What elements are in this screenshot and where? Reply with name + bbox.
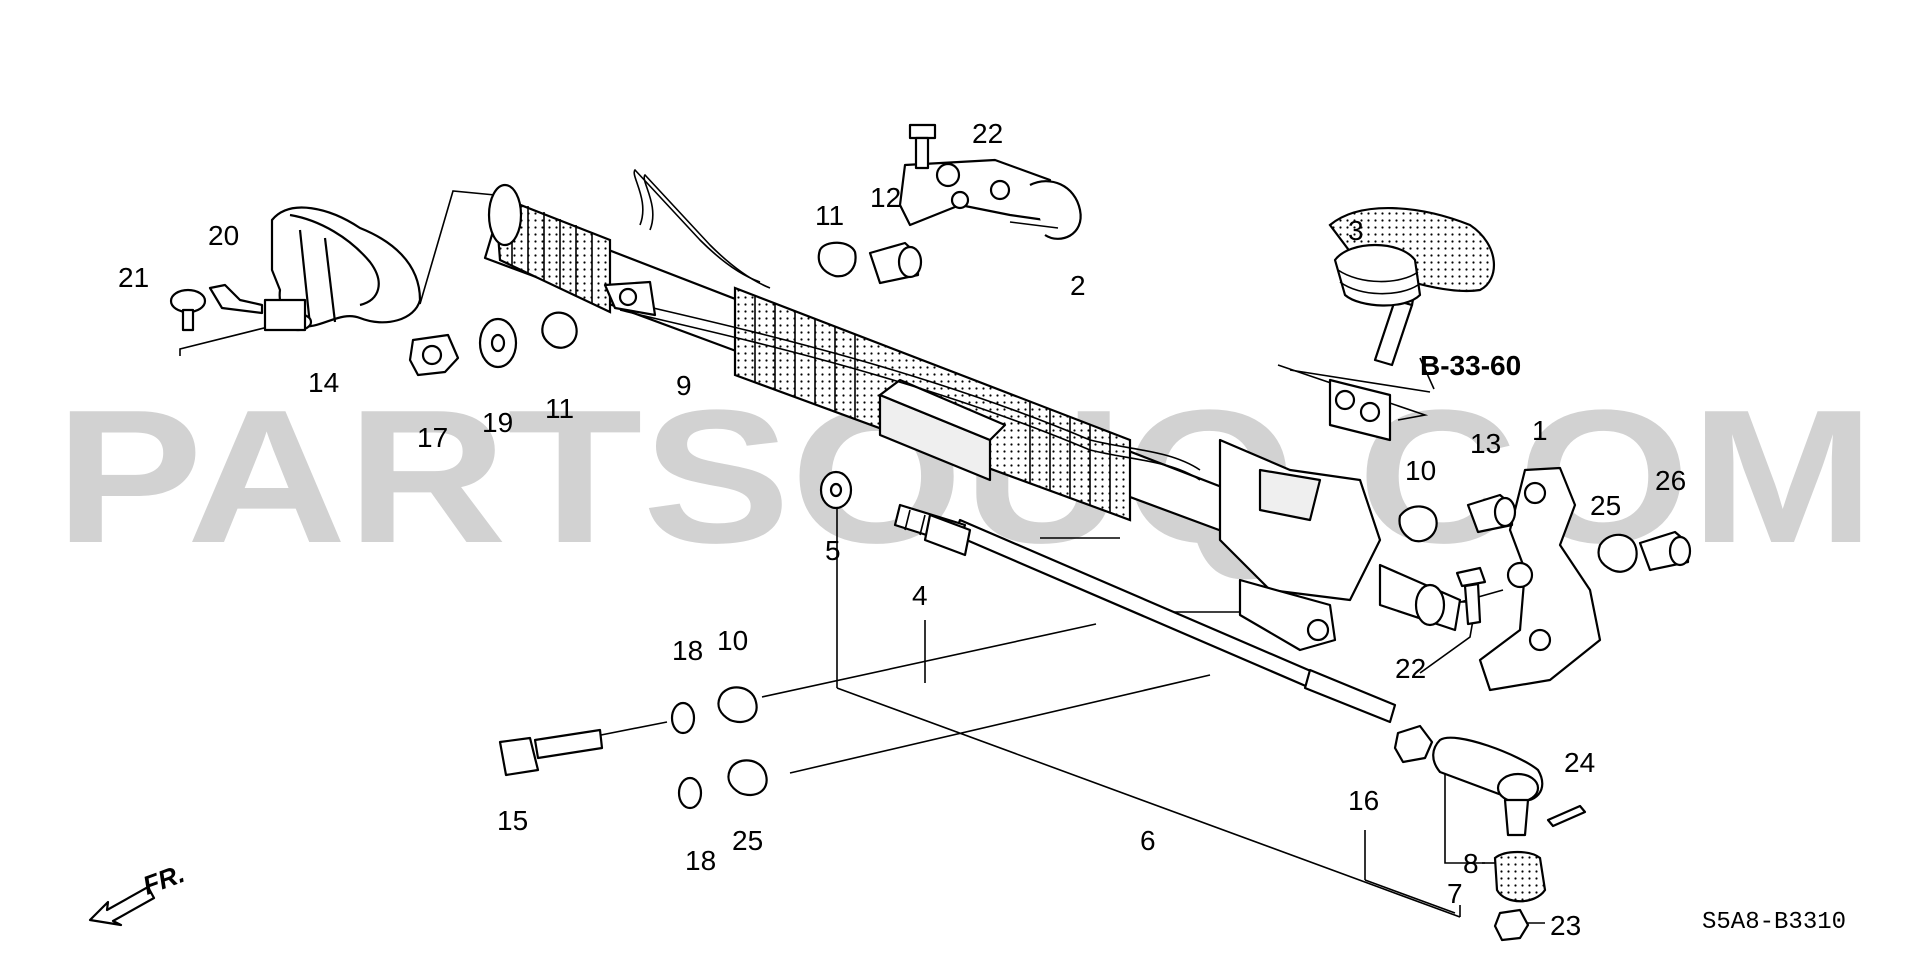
callout-20: 20 bbox=[208, 220, 239, 251]
callout-21: 21 bbox=[118, 262, 149, 293]
callout-11-top: 11 bbox=[815, 200, 844, 231]
callout-18-bottom: 18 bbox=[685, 845, 716, 876]
part-2-mount-bracket bbox=[898, 158, 1082, 240]
callout-1: 1 bbox=[1532, 415, 1548, 446]
callout-19: 19 bbox=[482, 407, 513, 438]
callout-9: 9 bbox=[676, 370, 692, 401]
callout-labels: 22 11 12 2 3 20 21 14 17 19 11 9 13 1 10… bbox=[118, 118, 1686, 941]
callout-18-top: 18 bbox=[672, 635, 703, 666]
callout-5: 5 bbox=[825, 535, 841, 566]
callout-7: 7 bbox=[1447, 878, 1463, 909]
callout-10-lower: 10 bbox=[717, 625, 748, 656]
part-9-steering-rack-assembly bbox=[483, 168, 1462, 652]
callout-11-left: 11 bbox=[545, 393, 574, 424]
callout-25-lower: 25 bbox=[732, 825, 763, 856]
callout-2: 2 bbox=[1070, 270, 1086, 301]
callout-25-right: 25 bbox=[1590, 490, 1621, 521]
callout-14: 14 bbox=[308, 367, 339, 398]
reference-label: B-33-60 bbox=[1420, 350, 1521, 381]
callout-6: 6 bbox=[1140, 825, 1156, 856]
callout-8: 8 bbox=[1463, 848, 1479, 879]
callout-13: 13 bbox=[1470, 428, 1501, 459]
callout-15: 15 bbox=[497, 805, 528, 836]
small-hardware-parts bbox=[169, 123, 1692, 942]
callout-22-lower: 22 bbox=[1395, 653, 1426, 684]
front-arrow-icon bbox=[88, 885, 156, 927]
callout-12: 12 bbox=[870, 182, 901, 213]
callout-3: 3 bbox=[1348, 215, 1364, 246]
front-direction-label: FR. bbox=[139, 858, 189, 901]
callout-23: 23 bbox=[1550, 910, 1581, 941]
part-14-bracket-cover bbox=[263, 206, 422, 332]
part-7-tie-rod-end bbox=[1432, 736, 1544, 837]
callout-4: 4 bbox=[912, 580, 928, 611]
front-direction-indicator: FR. bbox=[88, 858, 189, 927]
callout-10-right: 10 bbox=[1405, 455, 1436, 486]
callout-22-top: 22 bbox=[972, 118, 1003, 149]
callout-16: 16 bbox=[1348, 785, 1379, 816]
callout-17: 17 bbox=[417, 422, 448, 453]
callout-26: 26 bbox=[1655, 465, 1686, 496]
diagram-code: S5A8-B3310 bbox=[1702, 909, 1846, 936]
callout-24: 24 bbox=[1564, 747, 1595, 778]
part-1-right-bracket bbox=[1478, 466, 1602, 692]
part-3-dust-seal bbox=[1328, 206, 1495, 307]
